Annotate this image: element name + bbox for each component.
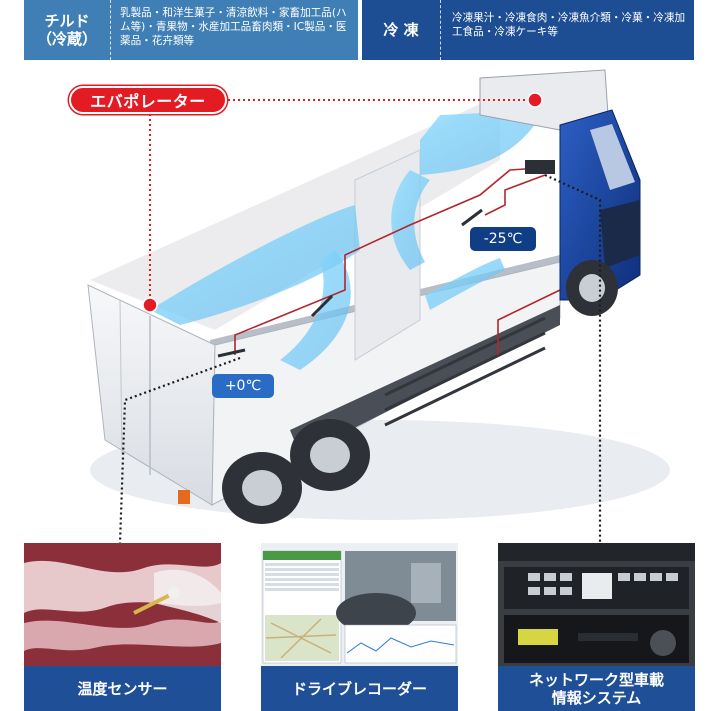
evaporator-marker — [527, 92, 543, 108]
rear-light — [178, 490, 190, 504]
network-system-caption: ネットワーク型車載 情報システム — [498, 666, 695, 711]
chilled-temperature-badge: +0℃ — [212, 374, 274, 398]
chassis-bar — [384, 346, 546, 427]
sensor-probe — [310, 294, 334, 318]
frozen-temperature-badge: -25℃ — [470, 227, 536, 251]
frozen-description: 冷凍果汁・冷凍食肉・冷凍魚介類・冷菓・冷凍加工食品・冷凍ケーキ等 — [452, 12, 686, 38]
recorder-leader-line — [544, 173, 602, 543]
recorder-screen-photo — [261, 543, 458, 666]
chilled-airflow-down — [280, 250, 351, 370]
temperature-sensor-caption: 温度センサー — [24, 666, 221, 711]
drive-recorder-card: ドライブレコーダー — [261, 543, 458, 711]
sensor-probe — [217, 348, 246, 358]
chilled-title: チルド （冷蔵） — [24, 0, 111, 60]
front-wheel — [566, 260, 618, 316]
chilled-airflow — [150, 205, 360, 325]
cab-grille — [600, 200, 640, 268]
cab-window — [590, 124, 635, 190]
chilled-banner: チルド （冷蔵） 乳製品・和洋生菓子・清涼飲料・家畜加工品(ハム等)・青果物・水… — [24, 0, 358, 60]
drive-recorder-caption: ドライブレコーダー — [261, 666, 458, 711]
frozen-title: 冷 凍 — [362, 0, 441, 60]
evaporator-label: エバポレーター — [69, 86, 227, 114]
door-line — [119, 300, 123, 456]
cargo-back-wall — [90, 95, 500, 330]
frozen-airflow-down — [391, 170, 430, 270]
sensor-leader-line — [118, 356, 241, 544]
sensor-probe — [461, 208, 483, 227]
chassis-bar — [384, 331, 546, 412]
temperature-sensor-card: 温度センサー — [24, 543, 221, 711]
in-vehicle-terminal — [525, 160, 555, 174]
evaporator-marker — [142, 297, 158, 313]
chilled-description: 乳製品・和洋生菓子・清涼飲料・家畜加工品(ハム等)・青果物・水産加工品畜肉類・I… — [120, 7, 347, 47]
chassis-bar — [384, 316, 546, 397]
sensor-wire — [234, 167, 541, 355]
sensor-wire — [497, 289, 561, 355]
rear-wheels — [222, 419, 370, 524]
network-system-card: ネットワーク型車載 情報システム — [498, 543, 695, 711]
frozen-banner: 冷 凍 冷凍果汁・冷凍食肉・冷凍魚介類・冷菓・冷凍加工食品・冷凍ケーキ等 — [362, 0, 694, 60]
terminal-device-photo — [498, 543, 695, 666]
frozen-airflow-floor — [425, 258, 505, 310]
frozen-airflow — [420, 110, 545, 175]
meat-sensor-photo — [24, 543, 221, 666]
sensor-wire — [484, 174, 546, 216]
